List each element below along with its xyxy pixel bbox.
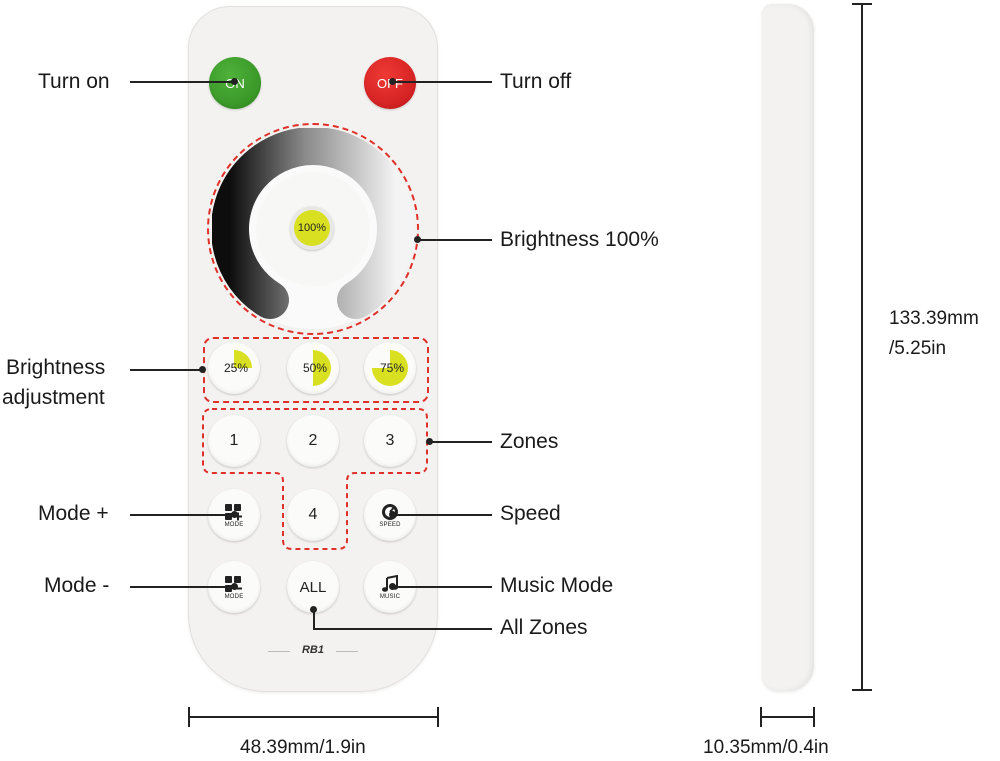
preset-75-label: 75% — [380, 361, 405, 375]
leader-zones — [430, 441, 492, 443]
preset-25-fill-icon — [234, 350, 252, 368]
leader-all-zones-horizontal — [313, 628, 492, 630]
zone-4-label: 4 — [308, 506, 318, 523]
leader-brightness-adjustment — [130, 369, 202, 371]
callout-turn-on: Turn on — [38, 70, 110, 93]
callout-all-zones: All Zones — [500, 616, 588, 639]
callout-speed: Speed — [500, 502, 561, 525]
mode-plus-icon — [225, 503, 242, 520]
leader-dot-speed — [389, 511, 396, 518]
zone-1-label: 1 — [229, 432, 239, 449]
zone-3-button[interactable]: 3 — [364, 415, 416, 467]
zone-2-button[interactable]: 2 — [287, 415, 339, 467]
callout-brightness-adjustment-line2: adjustment — [2, 386, 105, 409]
leader-mode-plus — [130, 514, 234, 516]
width-dimension-line — [188, 716, 438, 718]
brand-rule-right — [336, 651, 358, 652]
leader-music-mode — [392, 586, 492, 588]
preset-50-button[interactable]: 50% — [287, 342, 339, 394]
leader-dot-zones — [426, 438, 433, 445]
leader-dot-turn-on — [231, 78, 238, 85]
zone-2-label: 2 — [308, 432, 318, 449]
height-dimension-label-2: /5.25in — [889, 338, 947, 359]
leader-turn-off — [392, 81, 492, 83]
leader-all-zones-vertical — [313, 609, 315, 629]
remote-side-view — [762, 4, 814, 691]
center-button[interactable]: 100% — [290, 206, 334, 250]
leader-dot-turn-off — [389, 78, 396, 85]
depth-dimension-line — [760, 716, 814, 718]
zone-4-button[interactable]: 4 — [287, 489, 339, 541]
zone-1-button[interactable]: 1 — [208, 415, 260, 467]
mode-minus-caption: MODE — [224, 593, 244, 600]
all-button[interactable]: ALL — [287, 561, 339, 613]
callout-turn-off: Turn off — [500, 70, 572, 93]
callout-brightness-100: Brightness 100% — [500, 228, 659, 251]
leader-dot-brightness-100 — [414, 236, 421, 243]
leader-brightness-100 — [418, 239, 492, 241]
callout-zones: Zones — [500, 430, 559, 453]
mode-plus-caption: MODE — [224, 521, 244, 528]
speed-caption: SPEED — [379, 521, 401, 528]
leader-dot-brightness-adjustment — [199, 366, 206, 373]
height-dimension-line — [861, 3, 863, 690]
zone-3-label: 3 — [385, 432, 395, 449]
preset-25-button[interactable]: 25% — [208, 342, 260, 394]
callout-brightness-adjustment-line1: Brightness — [6, 356, 106, 379]
wheel-highlight — [207, 123, 419, 335]
width-dimension-label: 48.39mm/1.9in — [240, 737, 366, 758]
brand-logo: RB1 — [301, 644, 324, 656]
all-label: ALL — [299, 578, 327, 596]
preset-75-button[interactable]: 75% — [364, 342, 416, 394]
center-label: 100% — [294, 210, 330, 246]
preset-50-fill-icon — [313, 350, 331, 386]
leader-speed — [392, 514, 492, 516]
depth-dimension-label: 10.35mm/0.4in — [703, 737, 829, 758]
music-caption: MUSIC — [379, 593, 401, 600]
brand-rule-left — [268, 651, 290, 652]
leader-turn-on — [130, 81, 234, 83]
callout-mode-minus: Mode - — [44, 574, 110, 597]
preset-25-label: 25% — [224, 361, 249, 375]
leader-dot-mode-plus — [231, 511, 238, 518]
height-dimension-label-1: 133.39mm — [889, 308, 979, 329]
zones-highlight — [202, 408, 428, 550]
leader-mode-minus — [130, 586, 234, 588]
leader-dot-mode-minus — [231, 583, 238, 590]
leader-dot-music-mode — [389, 583, 396, 590]
callout-music-mode: Music Mode — [500, 574, 614, 597]
callout-mode-plus: Mode + — [38, 502, 109, 525]
preset-50-label: 50% — [303, 361, 328, 375]
preset-75-fill-icon — [372, 350, 408, 386]
